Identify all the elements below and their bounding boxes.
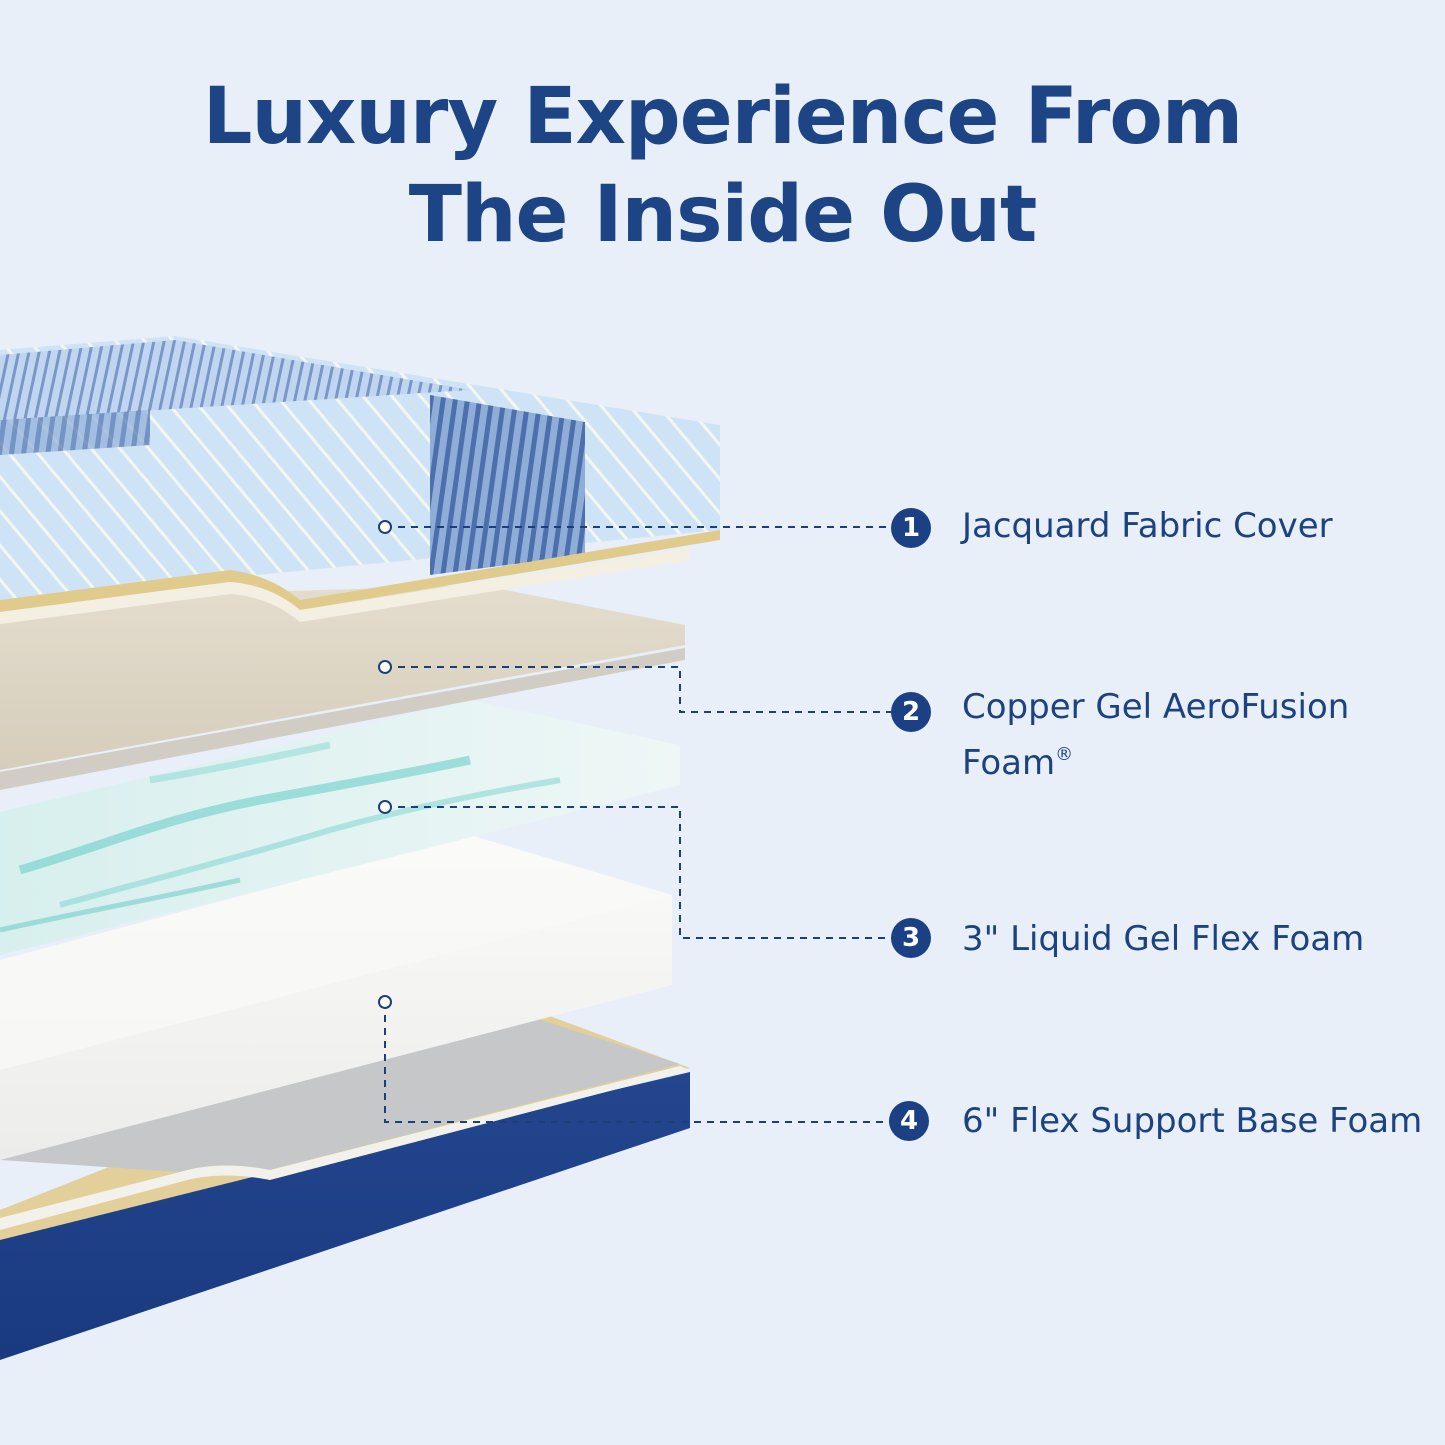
registered-mark: ® — [1055, 744, 1074, 765]
anchor-dot-1 — [378, 520, 392, 534]
layer-2-label-line-2: Foam — [962, 743, 1056, 783]
anchor-dot-4 — [378, 995, 392, 1009]
headline-line-1: Luxury Experience From — [202, 72, 1243, 162]
cover-layer — [0, 336, 720, 624]
flex-foam-layer — [0, 835, 672, 1160]
leader-line-4 — [384, 1002, 892, 1123]
layer-3-label: 3" Liquid Gel Flex Foam — [962, 919, 1365, 959]
anchor-dot-2 — [378, 660, 392, 674]
layer-2-label-line-1: Copper Gel AeroFusion — [962, 687, 1350, 727]
base-foam-layer — [0, 1005, 690, 1360]
layer-4-badge: 4 — [889, 1101, 929, 1141]
leader-line-2 — [385, 666, 892, 713]
layer-2-badge: 2 — [891, 692, 931, 732]
anchor-dots — [378, 520, 392, 1009]
leader-line-3 — [385, 806, 892, 939]
layer-3-badge: 3 — [891, 918, 931, 958]
layer-1-label: Jacquard Fabric Cover — [962, 506, 1333, 546]
gel-foam-layer — [0, 700, 680, 955]
copper-foam-layer — [0, 585, 685, 790]
leader-lines — [384, 526, 892, 1123]
anchor-dot-3 — [378, 800, 392, 814]
headline-line-2: The Inside Out — [408, 170, 1038, 260]
headline: Luxury Experience From The Inside Out — [0, 68, 1445, 264]
layer-2-label: Copper Gel AeroFusion Foam® — [962, 683, 1349, 787]
layer-4-label: 6" Flex Support Base Foam — [962, 1101, 1423, 1141]
layer-1-badge: 1 — [891, 508, 931, 548]
